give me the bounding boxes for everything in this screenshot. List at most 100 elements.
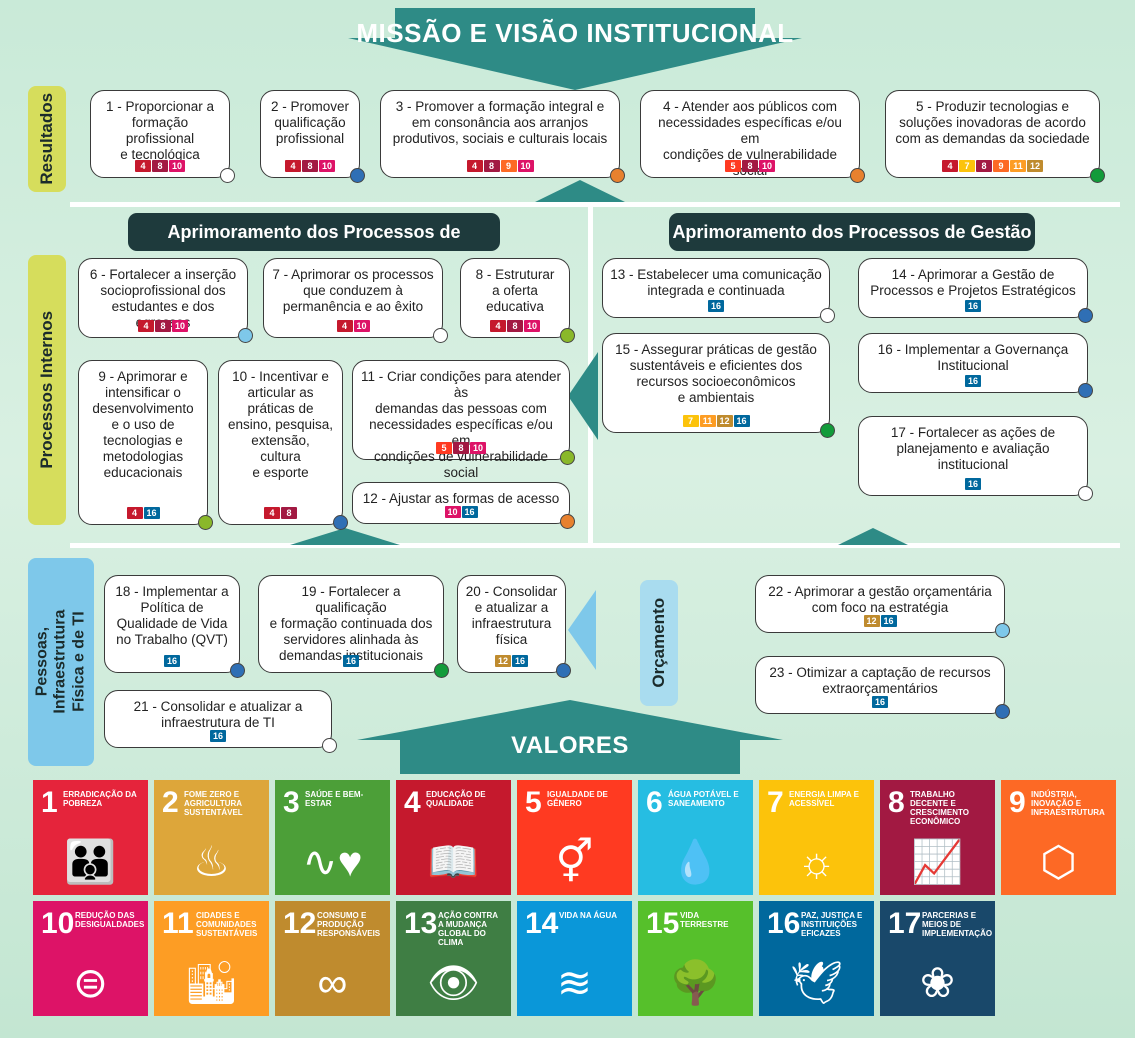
sdg-chip: 10 [319, 160, 335, 172]
label-pessoas-infraestrutura: Pessoas, Infraestrutura Física e de TI [28, 558, 94, 766]
sdg-chip: 12 [716, 415, 733, 427]
sdg-label: INDÚSTRIA, INOVAÇÃO E INFRAESTRUTURA [1031, 790, 1105, 817]
goal-box: 19 - Fortalecer a qualificação e formaçã… [258, 575, 449, 678]
status-dot [850, 168, 865, 183]
sdg-chip: 8 [302, 160, 318, 172]
sdg-chip: 12 [1027, 160, 1043, 172]
goal-text: 18 - Implementar a Política de Qualidade… [115, 584, 229, 647]
goal-box: 4 - Atender aos públicos com necessidade… [640, 90, 865, 183]
sdg-chip: 8 [507, 320, 523, 332]
sdg-chip: 10 [353, 320, 370, 332]
sdg-chip: 8 [742, 160, 758, 172]
section-gestao: Aprimoramento dos Processos de Gestão [669, 213, 1035, 251]
status-dot [995, 623, 1010, 638]
status-dot [230, 663, 245, 678]
status-dot [1078, 308, 1093, 323]
goal-box: 13 - Estabelecer uma comunicação integra… [602, 258, 835, 323]
sdg-chips: 16 [756, 696, 1004, 708]
sdg-chips: 16 [105, 655, 239, 667]
sdg-label: VIDA NA ÁGUA [559, 911, 618, 920]
sdg-chips: 16 [859, 478, 1087, 490]
mission-vision-arrow [348, 8, 802, 90]
sdg-chip: 12 [863, 615, 880, 627]
sdg-goal-icon: ❀ [919, 959, 956, 1006]
goal-text: 10 - Incentivar e articular as práticas … [227, 369, 334, 480]
sdg-number: 8 [888, 786, 905, 819]
sdg-chip: 4 [138, 320, 154, 332]
sdg-chip: 7 [682, 415, 699, 427]
section-trabalho: Aprimoramento dos Processos de Trabalho [128, 213, 500, 280]
sdg-number: 7 [767, 786, 784, 819]
goal-box: 9 - Aprimorar e intensificar o desenvolv… [78, 360, 213, 530]
sdg-number: 12 [283, 907, 317, 940]
up-arrow-icon [290, 528, 400, 545]
label-processos-internos: Processos Internos [28, 255, 66, 525]
sdg-goal-icon: ⚥ [555, 838, 594, 885]
sdg-chip: 16 [512, 655, 528, 667]
sdg-label: ENERGIA LIMPA E ACESSÍVEL [789, 790, 859, 808]
status-dot [560, 328, 575, 343]
goal-text: 11 - Criar condições para atender às dem… [360, 369, 562, 480]
goal-box: 17 - Fortalecer as ações de planejamento… [858, 416, 1093, 501]
goal-box: 3 - Promover a formação integral e em co… [380, 90, 625, 183]
goal-text: 14 - Aprimorar a Gestão de Processos e P… [870, 267, 1076, 298]
sdg-label: REDUÇÃO DAS DESIGUALDADES [75, 911, 145, 929]
sdg-chip: 5 [436, 442, 452, 454]
sdg-chip: 16 [880, 615, 897, 627]
goal-box: 5 - Produzir tecnologias e soluções inov… [885, 90, 1105, 183]
sdg-number: 1 [41, 786, 58, 819]
sdg-chip: 16 [210, 730, 226, 742]
goal-text: 2 - Promover qualificação profissional [270, 99, 350, 146]
sdg-chip: 8 [453, 442, 469, 454]
sdg-label: ÁGUA POTÁVEL E SANEAMENTO [668, 790, 739, 808]
status-dot [1090, 168, 1105, 183]
sdg-chip: 10 [759, 160, 775, 172]
goal-text: 3 - Promover a formação integral e em co… [392, 99, 608, 146]
sdg-goal-icon: 🌳 [669, 959, 722, 1006]
goal-box: 18 - Implementar a Política de Qualidade… [104, 575, 245, 678]
sdg-chips: 16 [859, 375, 1087, 387]
sdg-number: 10 [41, 907, 75, 940]
status-dot [1078, 383, 1093, 398]
sdg-goal-icon: 👪 [64, 838, 117, 885]
sdg-label: FOME ZERO E AGRICULTURA SUSTENTÁVEL [184, 790, 243, 817]
goal-text: 21 - Consolidar e atualizar a infraestru… [133, 699, 303, 730]
goal-text: 12 - Ajustar as formas de acesso [362, 491, 560, 506]
status-dot [560, 514, 575, 529]
sdg-chip: 7 [959, 160, 975, 172]
up-arrow-icon [838, 528, 908, 545]
sdg-label: TRABALHO DECENTE E CRESCIMENTO ECONÔMICO [910, 790, 969, 826]
goal-box: 23 - Otimizar a captação de recursos ext… [755, 656, 1010, 719]
sdg-chip: 8 [281, 507, 297, 519]
sdg-label: PAZ, JUSTIÇA E INSTITUIÇÕES EFICAZES [801, 911, 863, 938]
goal-box: 16 - Implementar a Governança Institucio… [858, 333, 1093, 398]
sdg-goal-icon: ∞ [317, 959, 348, 1006]
sdg-chip: 11 [1010, 160, 1026, 172]
goal-text: 17 - Fortalecer as ações de planejamento… [890, 425, 1056, 472]
sdg-chip: 16 [965, 478, 981, 490]
status-dot [556, 663, 571, 678]
sdg-number: 16 [767, 907, 801, 940]
goal-box: 22 - Aprimorar a gestão orçamentária com… [755, 575, 1010, 638]
status-dot [820, 423, 835, 438]
status-dot [434, 663, 449, 678]
sdg-goal-icon: ≋ [556, 959, 593, 1006]
sdg-label: EDUCAÇÃO DE QUALIDADE [426, 790, 486, 808]
goal-text: 7 - Aprimorar os processos que conduzem … [272, 267, 434, 314]
sdg-label: SAÚDE E BEM-ESTAR [305, 790, 364, 808]
sdg-chips: 16 [859, 300, 1087, 312]
sdg-goal-icon: 🏙 [184, 959, 239, 1006]
sdg-chip: 16 [143, 507, 160, 519]
goal-text: 1 - Proporcionar a formação profissional… [105, 99, 215, 162]
